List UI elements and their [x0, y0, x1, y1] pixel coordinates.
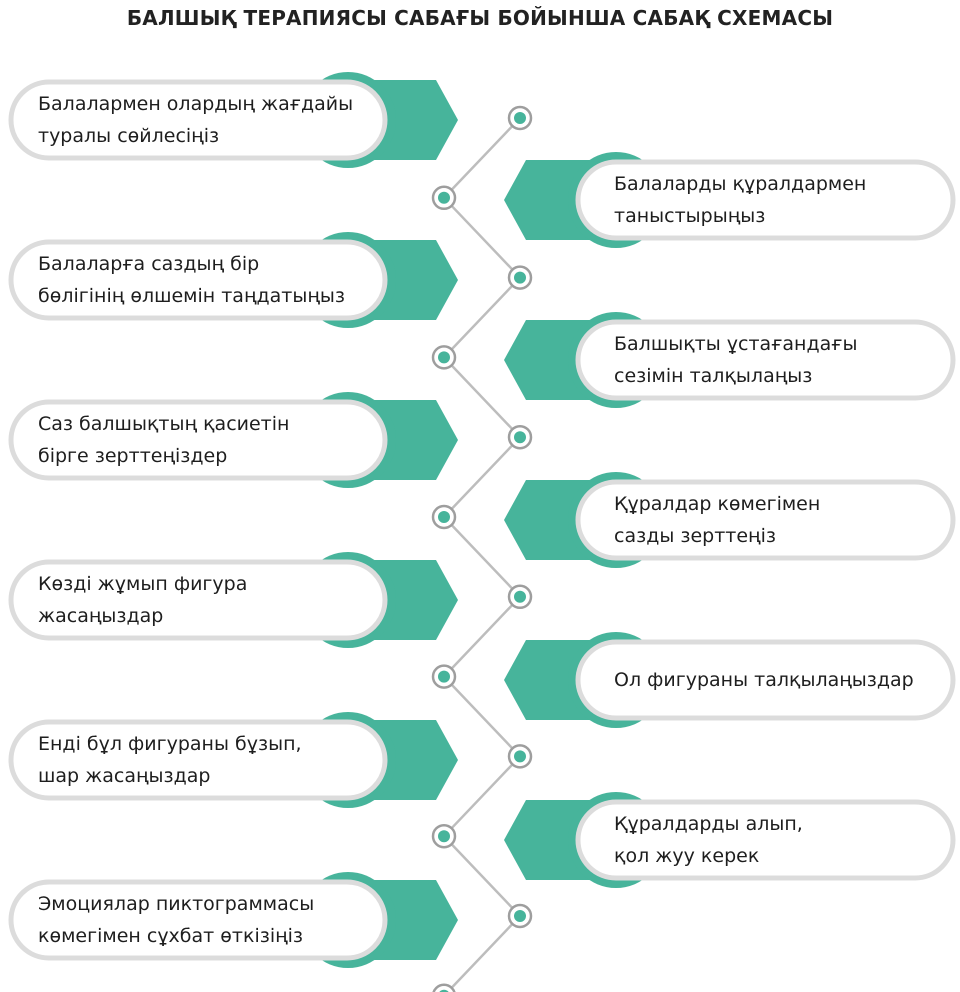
step-text: Ол фигураны талқылаңыздар	[614, 669, 914, 691]
step-text: Балаларды құралдармен таныстырыңыз	[614, 173, 867, 227]
step-text: Балаларға саздың бір бөлігінің өлшемін т…	[38, 253, 346, 307]
connector-node-8	[431, 664, 457, 689]
step-text: Балшықты ұстағандағы сезімін талқылаңыз	[614, 333, 858, 387]
step-card-shape	[8, 712, 458, 808]
connector-node-5	[507, 424, 533, 450]
step-card-shape	[504, 792, 956, 888]
connector-node-3	[507, 265, 533, 290]
card-pill	[8, 79, 388, 161]
step-card-shape	[504, 152, 956, 248]
step-card-shape	[8, 232, 458, 328]
card-pill	[575, 639, 956, 721]
connector-node-7	[507, 584, 533, 610]
step-card-shape	[504, 632, 956, 728]
step-card-shape	[504, 312, 956, 408]
step-text: Енді бұл фигураны бұзып, шар жасаңыздар	[38, 733, 302, 787]
connector-node-6	[431, 504, 457, 530]
connector-line	[442, 117, 522, 992]
step-text: Көзді жұмып фигура жасаңыздар	[38, 573, 248, 627]
connector-node-4	[431, 345, 457, 370]
step-card-shape	[8, 392, 458, 488]
page-title: БАЛШЫҚ ТЕРАПИЯСЫ САБАҒЫ БОЙЫНША САБАҚ СХ…	[126, 6, 834, 30]
connector-node-11	[507, 903, 533, 929]
card-pill	[8, 559, 388, 641]
step-text: Балалармен олардың жағдайы туралы сөйлес…	[38, 93, 354, 147]
connector-node-12	[432, 983, 456, 992]
step-text: Құралдарды алып, қол жуу керек	[614, 813, 803, 867]
card-pill	[8, 399, 388, 481]
connector-node-9	[507, 744, 533, 769]
connector-node-1	[507, 105, 533, 131]
connector-node-10	[431, 823, 457, 849]
card-pill	[8, 239, 388, 321]
step-text: Құралдар көмегімен сазды зерттеңіз	[614, 493, 821, 547]
step-card-shape	[8, 552, 458, 648]
card-pill	[8, 879, 388, 961]
card-pill	[575, 799, 956, 881]
step-text: Саз балшықтың қасиетін бірге зерттеңізде…	[38, 413, 290, 467]
step-card-shape	[8, 872, 458, 968]
card-pill	[575, 159, 956, 241]
connector-node-2	[431, 185, 457, 211]
card-pill	[8, 719, 388, 801]
card-pill	[575, 319, 956, 401]
step-card-shape	[8, 72, 458, 168]
step-card-shape	[504, 472, 956, 568]
card-pill	[575, 479, 956, 561]
step-text: Эмоциялар пиктограммасы көмегімен сұхбат…	[38, 893, 315, 947]
